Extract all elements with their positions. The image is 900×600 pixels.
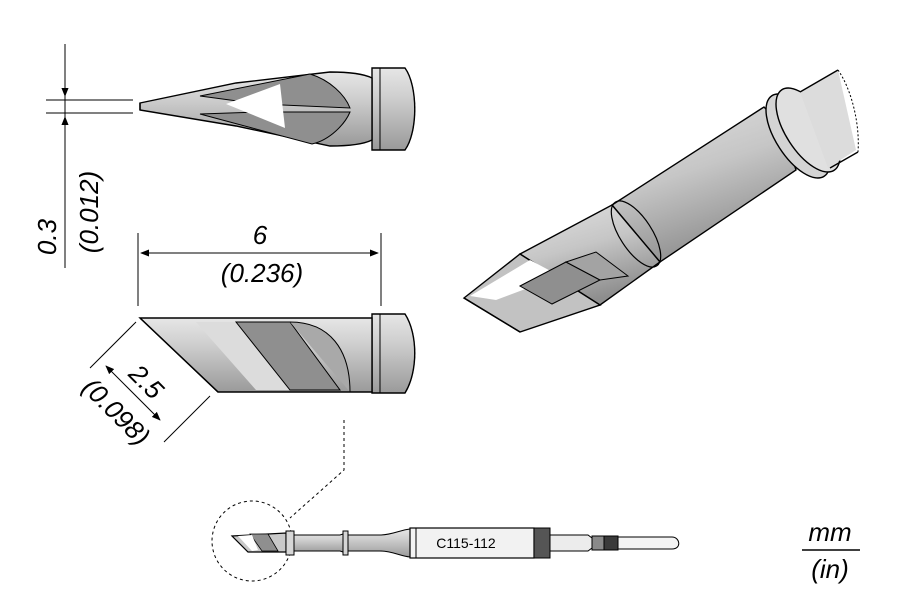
cartridge-code-label: C115-112 xyxy=(436,535,496,551)
length-in-label: (0.236) xyxy=(221,258,303,288)
cartridge-shaft xyxy=(293,532,347,554)
side-view-bevel-light xyxy=(196,322,290,390)
thickness-in-label: (0.012) xyxy=(74,171,104,253)
top-view-shank xyxy=(371,67,416,151)
detail-leader xyxy=(211,420,345,582)
thickness-dimension: 0.3 (0.012) xyxy=(32,44,133,268)
full-cartridge: C115-112 xyxy=(230,527,680,559)
perspective-blade-highlight xyxy=(470,260,560,300)
units-legend: mm (in) xyxy=(802,517,860,584)
units-primary-label: mm xyxy=(808,517,851,547)
top-view-highlight xyxy=(226,84,285,128)
thickness-mm-label: 0.3 xyxy=(32,218,62,255)
length-dimension: 6 (0.236) xyxy=(137,220,382,306)
side-view-shank xyxy=(371,313,416,394)
cartridge-sleeve xyxy=(409,527,535,559)
top-view-lower-facet xyxy=(199,111,351,145)
top-view xyxy=(139,67,416,151)
length-mm-label: 6 xyxy=(253,220,268,250)
blade-width-mm-label: 2.5 xyxy=(122,358,170,406)
units-secondary-label: (in) xyxy=(811,554,849,584)
side-view xyxy=(138,313,416,394)
perspective-view xyxy=(462,69,859,333)
cartridge-band xyxy=(533,527,551,559)
perspective-sleeve xyxy=(800,70,856,168)
side-view-bevel-dark xyxy=(234,321,341,391)
